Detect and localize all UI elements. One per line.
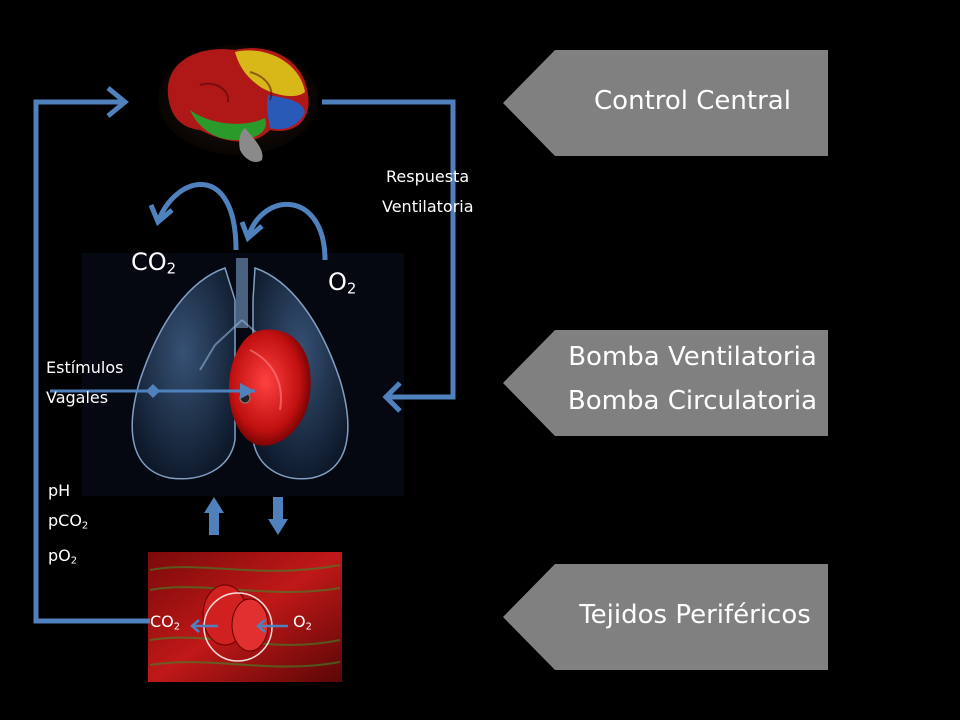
co2-sub: 2 bbox=[166, 259, 177, 278]
panel-peripheral-tissues bbox=[503, 564, 828, 670]
exchange-block-arrows bbox=[204, 497, 288, 535]
circulatory-pump-label: Bomba Circulatoria bbox=[567, 386, 818, 416]
tissue-image bbox=[148, 552, 342, 682]
tissue-o2-base: O bbox=[293, 612, 306, 631]
tissue-gas-arrows bbox=[190, 619, 288, 633]
pco2-base: pCO bbox=[48, 511, 82, 530]
tissue-o2-label: O2 bbox=[293, 607, 312, 642]
tissue-o2-sub: 2 bbox=[305, 621, 312, 633]
ph-label: pH bbox=[48, 481, 71, 500]
stimuli-line-1: Estímulos bbox=[46, 358, 124, 377]
panel-pumps bbox=[503, 330, 828, 436]
po2-label: pO2 bbox=[48, 541, 88, 576]
control-central-label: Control Central bbox=[594, 86, 791, 116]
ventilatory-response-label: Respuesta Ventilatoria bbox=[382, 162, 474, 222]
o2-sub: 2 bbox=[346, 279, 357, 298]
o2-base: O bbox=[328, 268, 347, 296]
tissue-co2-label: CO2 bbox=[150, 607, 180, 642]
feedback-loop bbox=[33, 86, 456, 624]
ventilatory-pump-label: Bomba Ventilatoria bbox=[568, 342, 817, 372]
response-line-1: Respuesta bbox=[386, 167, 470, 186]
lungs-heart-image bbox=[82, 253, 404, 496]
vagal-stimuli-label: Estímulos Vagales bbox=[46, 353, 123, 413]
pco2-sub: 2 bbox=[81, 520, 89, 532]
peripheral-tissues-label: Tejidos Periféricos bbox=[579, 600, 811, 630]
co2-label: CO2 bbox=[131, 248, 176, 278]
pco2-label: pCO2 bbox=[48, 506, 88, 541]
response-line-2: Ventilatoria bbox=[382, 197, 474, 216]
o2-label: O2 bbox=[328, 268, 356, 298]
blood-gas-labels: pH pCO2 pO2 bbox=[48, 476, 88, 577]
po2-base: pO bbox=[48, 546, 71, 566]
brain-image bbox=[158, 45, 318, 162]
vagal-stimuli-arrow bbox=[50, 383, 255, 399]
co2-base: CO bbox=[131, 248, 167, 276]
panel-control-central bbox=[503, 50, 828, 156]
gas-exchange-arrows bbox=[148, 182, 328, 261]
tissue-co2-base: CO bbox=[150, 612, 174, 631]
stimuli-line-2: Vagales bbox=[46, 388, 109, 407]
tissue-co2-sub: 2 bbox=[173, 621, 181, 633]
po2-sub: 2 bbox=[70, 555, 78, 567]
